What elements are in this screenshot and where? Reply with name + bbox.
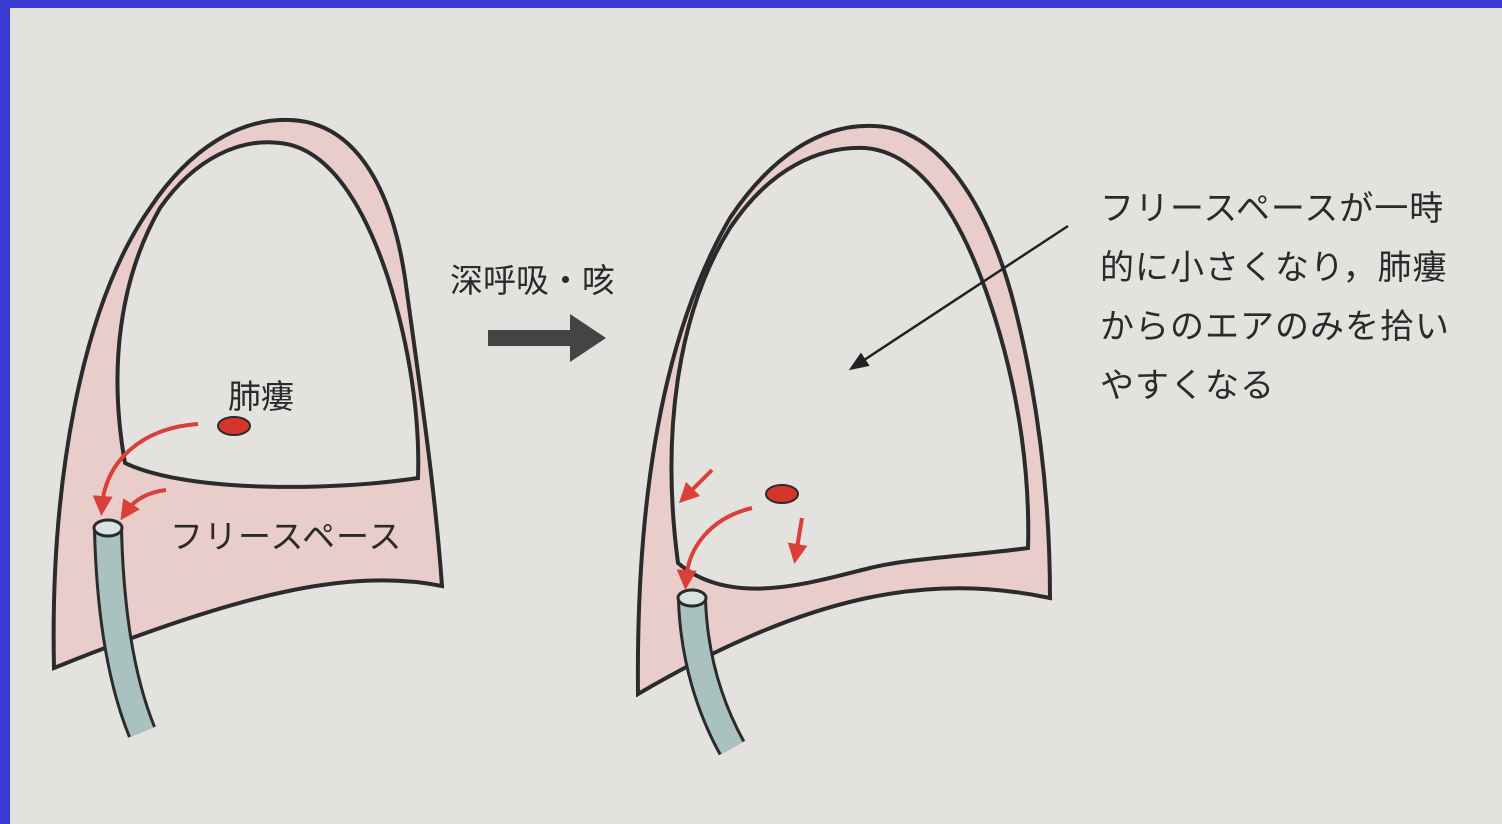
action-label: 深呼吸・咳 [450,254,615,302]
right-lung-diagram [638,126,1068,748]
right-fistula-spot [766,485,798,503]
explanation-note: フリースペースが一時 的に小さくなり，肺瘻 からのエアのみを拾い やすくなる [1100,180,1450,416]
note-line: からのエアのみを拾い [1100,298,1450,357]
left-fistula-spot [218,417,250,435]
right-arrow-icon [488,314,606,362]
note-line: 的に小さくなり，肺瘻 [1100,239,1450,298]
note-line: やすくなる [1100,357,1450,416]
fistula-label: 肺瘻 [228,370,294,418]
free-space-label: フリースペース [170,510,402,558]
figure-frame: 肺瘻 フリースペース 深呼吸・咳 フリースペースが一時 的に小さくなり，肺瘻 か… [10,8,1502,824]
note-line: フリースペースが一時 [1100,180,1450,239]
left-lung-diagram [54,120,442,732]
